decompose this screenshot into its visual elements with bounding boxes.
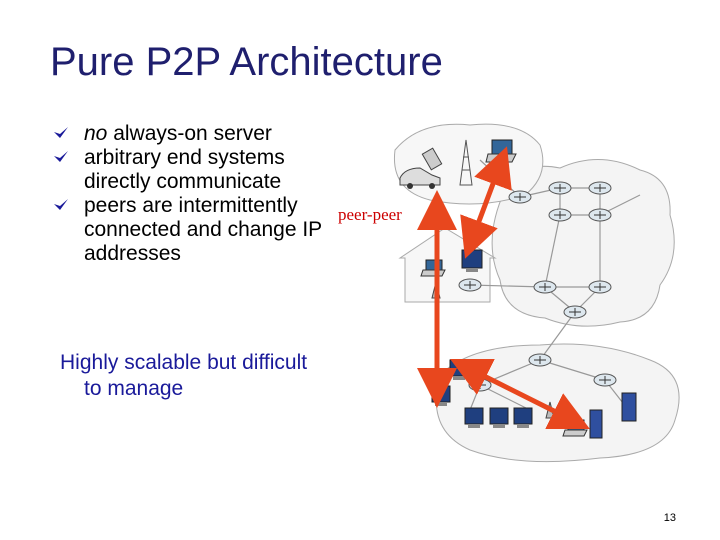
bullet-text-continued: connected and change IP	[84, 218, 323, 241]
page-number: 13	[663, 512, 676, 524]
router-icon	[508, 190, 532, 204]
bullet-text: peers are intermittently	[84, 194, 298, 217]
note-line: Highly scalable but difficult	[60, 351, 308, 374]
bullet-item: peers are intermittently connected and c…	[52, 194, 382, 266]
router-icon	[528, 353, 552, 367]
router-icon	[588, 280, 612, 294]
router-icon	[588, 181, 612, 195]
peer-peer-arrows	[417, 146, 590, 429]
car-icon	[399, 167, 441, 189]
wireless-device-icon	[421, 147, 443, 171]
checkmark-bullet-icon	[54, 127, 68, 138]
note-line: to manage	[84, 377, 184, 400]
router-icon	[563, 305, 587, 319]
checkmark-bullet-icon	[54, 199, 68, 210]
checkmark-bullet-icon	[54, 151, 68, 162]
slide-title: Pure P2P Architecture	[50, 40, 443, 84]
bullet-item: no always-on server	[52, 122, 382, 146]
bullet-text: always-on server	[107, 122, 272, 145]
peer-peer-label: peer-peer	[338, 205, 402, 224]
server-icon	[589, 392, 637, 439]
router-icon	[458, 278, 482, 292]
router-icon	[548, 181, 572, 195]
router-icon	[533, 280, 557, 294]
bullet-item: arbitrary end systems directly communica…	[52, 146, 382, 194]
bullet-list: no always-on server arbitrary end system…	[52, 122, 382, 266]
router-icon	[468, 378, 492, 392]
router-icon	[593, 373, 617, 387]
scalability-note: Highly scalable but difficult to manage	[60, 350, 307, 402]
bullet-text-continued: addresses	[84, 242, 181, 265]
peer-peer-arrow	[450, 359, 590, 429]
bullet-text-continued: directly communicate	[84, 170, 282, 193]
bullet-emphasis: no	[84, 122, 108, 145]
router-icon	[548, 208, 572, 222]
router-icon	[588, 208, 612, 222]
bullet-text: arbitrary end systems	[84, 146, 285, 169]
peer-peer-arrow	[460, 146, 512, 259]
